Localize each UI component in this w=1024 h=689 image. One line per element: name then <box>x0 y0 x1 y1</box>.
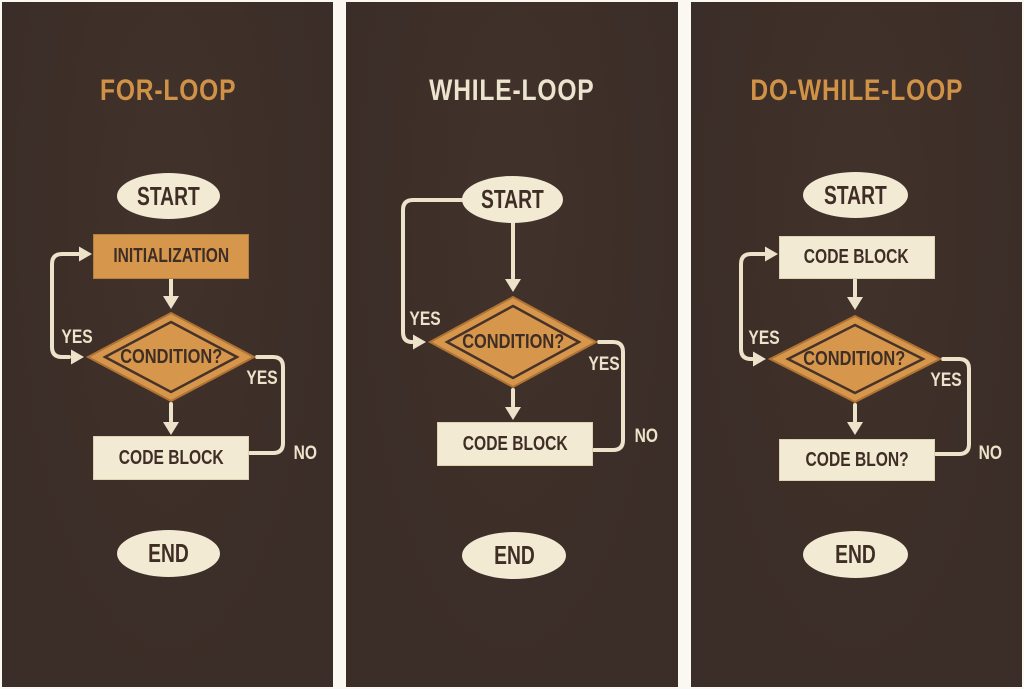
end-node: END <box>802 531 908 578</box>
yes-label-left: YES <box>58 327 96 349</box>
diamond-shape <box>85 311 257 403</box>
code-block-2-label: CODE BLON? <box>805 448 909 471</box>
condition-label-wrap: CONDITION? <box>427 295 599 389</box>
code-block-label: CODE BLOCK <box>118 446 224 469</box>
code-block-node: CODE BLOCK <box>778 236 935 279</box>
yes-label-left-text: YES <box>409 309 441 330</box>
no-label-text: NO <box>634 426 659 447</box>
code-block-node: CODE BLOCK <box>437 422 594 466</box>
end-node: END <box>462 532 567 579</box>
diamond-inner <box>102 320 240 394</box>
diamond-inner <box>444 304 582 380</box>
condition-label: CONDITION? <box>803 347 906 370</box>
condition-label: CONDITION? <box>119 345 223 368</box>
condition-diamond: CONDITION? <box>767 314 943 404</box>
arrowhead-down-icon <box>505 407 522 420</box>
no-label: NO <box>632 426 661 448</box>
condition-label-wrap: CONDITION? <box>85 311 257 403</box>
start-node: START <box>462 176 564 223</box>
yes-label-right-text: YES <box>588 354 620 375</box>
initialization-label: INITIALIZATION <box>113 245 229 267</box>
arrowhead-right-icon <box>752 351 766 367</box>
code-block-2-node: CODE BLON? <box>778 439 935 481</box>
yes-label-left-text: YES <box>61 327 93 348</box>
panel-while-loop: WHILE-LOOP START CONDITION? CODE BLOCK E… <box>346 2 678 687</box>
arrowhead-right-icon <box>413 334 427 350</box>
arrowhead-down-icon <box>846 297 863 310</box>
start-node: START <box>802 172 908 218</box>
no-label: NO <box>976 443 1005 465</box>
no-label: NO <box>291 443 320 465</box>
initialization-node: INITIALIZATION <box>93 234 249 279</box>
arrowhead-down-icon <box>163 422 179 435</box>
condition-label: CONDITION? <box>462 330 565 353</box>
start-node: START <box>117 173 220 219</box>
diamond-outer <box>767 314 942 404</box>
no-label-text: NO <box>293 443 317 464</box>
diamond-inner <box>784 323 926 395</box>
yes-label-left: YES <box>745 328 783 350</box>
yes-label-right: YES <box>585 354 623 376</box>
arrowhead-right-icon <box>79 246 92 262</box>
panel-do-while-loop: DO-WHILE-LOOP START CODE BLOCK CONDITION… <box>690 2 1022 687</box>
code-block-label: CODE BLOCK <box>804 246 910 268</box>
end-label: END <box>148 538 189 568</box>
condition-diamond: CONDITION? <box>427 295 599 389</box>
yes-label-left: YES <box>406 309 444 331</box>
arrowhead-right-icon <box>71 349 84 365</box>
panel-title-text: FOR-LOOP <box>99 74 236 107</box>
condition-diamond: CONDITION? <box>85 311 257 403</box>
diamond-shape <box>767 314 942 404</box>
panel-title-text: WHILE-LOOP <box>429 74 595 107</box>
diamond-outer <box>428 295 599 389</box>
end-node: END <box>117 530 220 577</box>
start-label: START <box>137 180 200 211</box>
yes-label-right: YES <box>243 368 281 390</box>
no-label-text: NO <box>978 443 1002 464</box>
yes-label-right-text: YES <box>246 368 278 389</box>
yes-label-right: YES <box>927 370 965 392</box>
panel-title-while-loop: WHILE-LOOP <box>346 74 677 108</box>
code-block-label: CODE BLOCK <box>462 432 568 455</box>
start-label: START <box>481 184 545 214</box>
diamond-outer <box>85 311 257 403</box>
panel-title-for-loop: FOR-LOOP <box>2 74 333 108</box>
end-label: END <box>834 539 876 569</box>
code-block-node: CODE BLOCK <box>93 436 249 480</box>
arrowhead-down-icon <box>163 296 179 309</box>
arrowhead-right-icon <box>764 246 778 262</box>
end-label: END <box>494 540 535 570</box>
panel-title-text: DO-WHILE-LOOP <box>749 74 963 107</box>
panel-title-do-while-loop: DO-WHILE-LOOP <box>691 74 1022 108</box>
arrowhead-down-icon <box>846 422 863 435</box>
diamond-shape <box>428 295 599 389</box>
yes-label-left-text: YES <box>748 328 780 349</box>
panel-for-loop: FOR-LOOP START INITIALIZATION CONDITION?… <box>2 2 334 687</box>
arrowhead-down-icon <box>505 279 522 292</box>
start-label: START <box>823 179 887 210</box>
yes-label-right-text: YES <box>930 370 962 391</box>
condition-label-wrap: CONDITION? <box>767 314 943 404</box>
